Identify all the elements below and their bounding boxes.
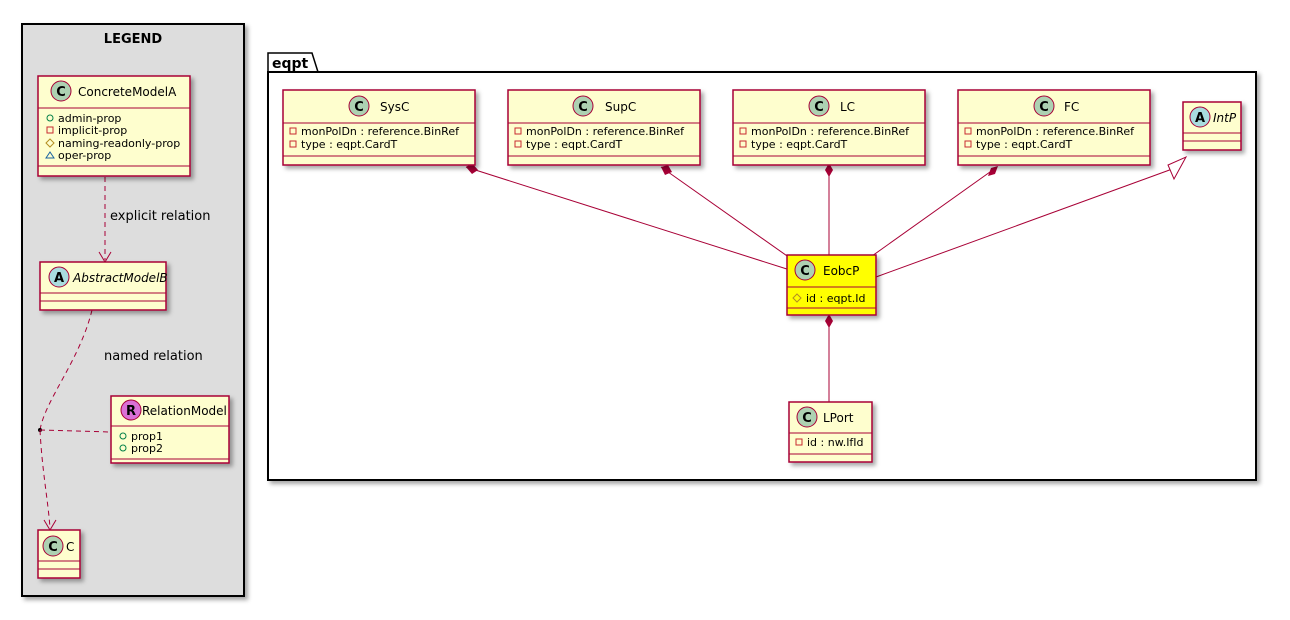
stereotype-letter: C (1039, 100, 1049, 115)
relation-stereotype-icon (120, 399, 142, 421)
attribute: id : nw.IfId (807, 436, 864, 449)
stereotype-letter: C (354, 100, 364, 115)
stereotype-letter: C (578, 100, 588, 115)
class-sysc: C SysC monPolDn : reference.BinRef type … (282, 89, 476, 166)
edges (465, 155, 1188, 402)
composition-diamond (825, 163, 833, 177)
class-name: LC (840, 100, 855, 114)
composition-edge (660, 166, 791, 259)
private-visibility-icon (514, 140, 522, 148)
association-class-link (39, 429, 111, 433)
class-stereotype-icon (808, 95, 830, 117)
class-name: RelationModel (142, 404, 227, 418)
composition-diamond (988, 166, 998, 176)
private-visibility-icon (289, 140, 297, 148)
attribute: type : eqpt.CardT (751, 138, 848, 151)
composition-edge (465, 166, 791, 271)
stereotype-letter: C (48, 540, 58, 555)
legend-class-abstract-model-b: A AbstractModelB (39, 261, 168, 311)
attribute: type : eqpt.CardT (301, 138, 398, 151)
class-name: ConcreteModelA (78, 85, 177, 99)
legend-class-relation-model: R RelationModel prop1 prop2 (110, 395, 230, 464)
attribute: oper-prop (58, 149, 111, 162)
legend-class-c: C C (37, 529, 81, 579)
protected-visibility-icon (792, 293, 802, 303)
stereotype-letter: C (56, 85, 66, 100)
attribute: monPolDn : reference.BinRef (526, 125, 685, 138)
abstract-stereotype-icon (48, 266, 70, 288)
attribute: prop2 (131, 442, 163, 455)
class-name: SupC (605, 100, 636, 114)
private-visibility-icon (795, 438, 803, 446)
class-stereotype-icon (796, 406, 818, 428)
package-title: eqpt (272, 56, 309, 72)
named-relation-line (39, 309, 93, 431)
class-fc: C FC monPolDn : reference.BinRef type : … (957, 89, 1151, 166)
public-visibility-icon (119, 432, 127, 440)
composition-diamond (661, 165, 672, 175)
stereotype-letter: C (802, 411, 812, 426)
public-visibility-icon (46, 114, 54, 122)
legend-panel: LEGEND explicit relation named relation … (21, 23, 245, 597)
class-name: FC (1064, 100, 1079, 114)
private-visibility-icon (514, 127, 522, 135)
class-intp: A IntP (1182, 101, 1242, 151)
attribute: monPolDn : reference.BinRef (976, 125, 1135, 138)
private-visibility-icon (964, 140, 972, 148)
class-name: IntP (1213, 111, 1237, 125)
named-relation-label: named relation (104, 349, 203, 364)
stereotype-letter: R (126, 404, 136, 419)
class-name: EobcP (823, 264, 859, 278)
attribute: type : eqpt.CardT (526, 138, 623, 151)
generalization-arrowhead (1167, 155, 1188, 181)
stereotype-letter: C (800, 264, 810, 279)
named-relation-continuation (39, 429, 51, 529)
protected-visibility-icon (45, 138, 55, 148)
class-stereotype-icon (572, 95, 594, 117)
attribute: admin-prop (58, 112, 121, 125)
attribute: implicit-prop (58, 124, 127, 137)
stereotype-letter: A (54, 271, 64, 286)
attribute: type : eqpt.CardT (976, 138, 1073, 151)
private-visibility-icon (739, 140, 747, 148)
public-visibility-icon (119, 444, 127, 452)
class-stereotype-icon (1033, 95, 1055, 117)
class-lport: C LPort id : nw.IfId (788, 401, 873, 463)
explicit-relation-label: explicit relation (110, 209, 210, 224)
private-visibility-icon (964, 127, 972, 135)
abstract-stereotype-icon (1189, 106, 1211, 128)
class-stereotype-icon (348, 95, 370, 117)
package-visibility-icon (45, 151, 55, 159)
stereotype-letter: A (1195, 111, 1205, 126)
composition-diamond (825, 314, 833, 328)
legend-class-concrete-model-a: C ConcreteModelA admin-prop implicit-pro… (37, 75, 191, 177)
generalization-edge (875, 167, 1176, 278)
attribute: monPolDn : reference.BinRef (301, 125, 460, 138)
class-stereotype-icon (42, 535, 64, 557)
private-visibility-icon (289, 127, 297, 135)
attribute: naming-readonly-prop (58, 137, 180, 150)
legend-title: LEGEND (104, 32, 163, 47)
class-lc: C LC monPolDn : reference.BinRef type : … (732, 89, 926, 166)
composition-edge (871, 166, 998, 257)
stereotype-letter: C (814, 100, 824, 115)
class-stereotype-icon (50, 80, 72, 102)
class-eobcp: C EobcP id : eqpt.Id (786, 254, 877, 316)
class-name: AbstractModelB (72, 271, 168, 285)
class-stereotype-icon (794, 259, 816, 281)
attribute: id : eqpt.Id (806, 292, 866, 305)
private-visibility-icon (46, 126, 54, 134)
class-name: C (66, 540, 74, 554)
private-visibility-icon (739, 127, 747, 135)
class-supc: C SupC monPolDn : reference.BinRef type … (507, 89, 701, 166)
attribute: prop1 (131, 430, 163, 443)
class-name: LPort (823, 411, 854, 425)
attribute: monPolDn : reference.BinRef (751, 125, 910, 138)
class-name: SysC (380, 100, 409, 114)
